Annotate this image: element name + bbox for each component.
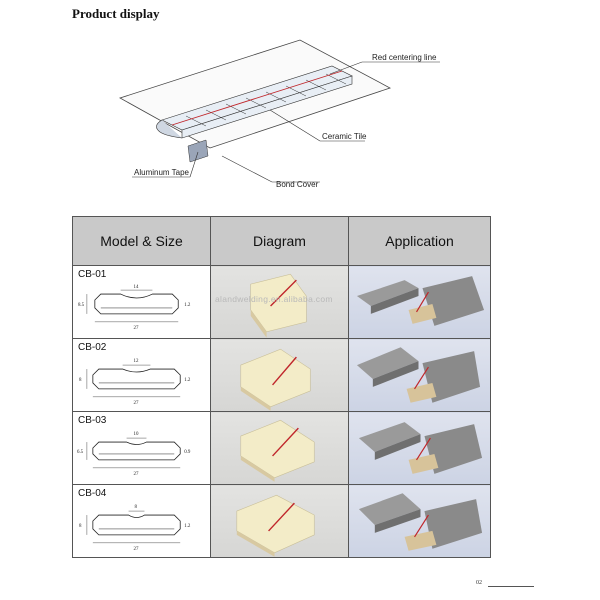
dim-top: 14 <box>134 285 139 290</box>
table-row: CB-04 8 8 1.2 27 <box>72 484 491 558</box>
dim-left: 8 <box>79 524 82 529</box>
dim-bottom: 27 <box>134 326 139 331</box>
model-name: CB-04 <box>78 488 107 499</box>
dim-right: 0.9 <box>184 450 191 455</box>
table-header-row: Model & Size Diagram Application <box>72 216 491 266</box>
model-name: CB-01 <box>78 269 107 280</box>
header-diagram: Diagram <box>210 216 349 266</box>
model-cell: CB-04 8 8 1.2 27 <box>72 484 211 558</box>
application-cell <box>348 411 491 485</box>
application-cell <box>348 265 491 339</box>
ceramic-block-image <box>236 494 315 557</box>
dim-top: 10 <box>134 432 139 437</box>
model-name: CB-02 <box>78 342 107 353</box>
application-image <box>356 347 481 403</box>
profile-drawing: 14 8.5 1.2 27 <box>78 285 191 331</box>
dim-right: 1.2 <box>184 303 191 308</box>
model-cell: CB-02 12 8 1.2 27 <box>72 338 211 412</box>
ceramic-block-image <box>240 348 311 411</box>
page-title: Product display <box>72 6 160 21</box>
dim-bottom: 27 <box>134 547 139 552</box>
application-cell <box>348 338 491 412</box>
diagram-cell <box>210 484 349 558</box>
profile-drawing: 12 8 1.2 27 <box>79 359 191 406</box>
dim-left: 6.5 <box>77 450 84 455</box>
header-application: Application <box>348 216 491 266</box>
watermark: alandwelding.en.alibaba.com <box>215 294 333 304</box>
application-cell <box>348 484 491 558</box>
product-table: Model & Size Diagram Application CB-01 1… <box>72 216 491 558</box>
table-row: CB-03 10 6.5 0.9 27 <box>72 411 491 485</box>
dim-bottom: 27 <box>134 472 139 477</box>
profile-drawing: 8 8 1.2 27 <box>79 505 191 552</box>
page-number-rule <box>488 586 534 587</box>
diagram-cell <box>210 411 349 485</box>
ceramic-block-image <box>240 419 315 482</box>
model-cell: CB-01 14 8.5 1.2 27 <box>72 265 211 339</box>
dim-left: 8 <box>79 378 82 383</box>
label-aluminum-tape: Aluminum Tape <box>134 168 190 177</box>
dim-top: 12 <box>134 359 139 364</box>
application-image <box>356 276 485 326</box>
header-model-size: Model & Size <box>72 216 211 266</box>
dim-bottom: 27 <box>134 401 139 406</box>
table-row: CB-02 12 8 1.2 27 <box>72 338 491 412</box>
page-number: 02 <box>476 580 482 586</box>
application-image <box>358 422 483 474</box>
label-red-centering-line: Red centering line <box>372 53 437 62</box>
model-name: CB-03 <box>78 415 107 426</box>
dim-right: 1.2 <box>184 524 191 529</box>
application-image <box>358 493 483 551</box>
ceramic-block-image <box>250 273 307 338</box>
model-cell: CB-03 10 6.5 0.9 27 <box>72 411 211 485</box>
label-bond-cover: Bond Cover <box>276 180 319 189</box>
diagram-cell: alandwelding.en.alibaba.com <box>210 265 349 339</box>
dim-top: 8 <box>135 505 138 510</box>
dim-right: 1.2 <box>184 378 191 383</box>
dim-left: 8.5 <box>78 303 85 308</box>
label-ceramic-tile: Ceramic Tile <box>322 132 367 141</box>
diagram-cell <box>210 338 349 412</box>
table-row: CB-01 14 8.5 1.2 27 alandwelding.en.alib… <box>72 265 491 339</box>
profile-drawing: 10 6.5 0.9 27 <box>77 432 191 477</box>
product-illustration: Red centering line Ceramic Tile Aluminum… <box>118 39 440 189</box>
